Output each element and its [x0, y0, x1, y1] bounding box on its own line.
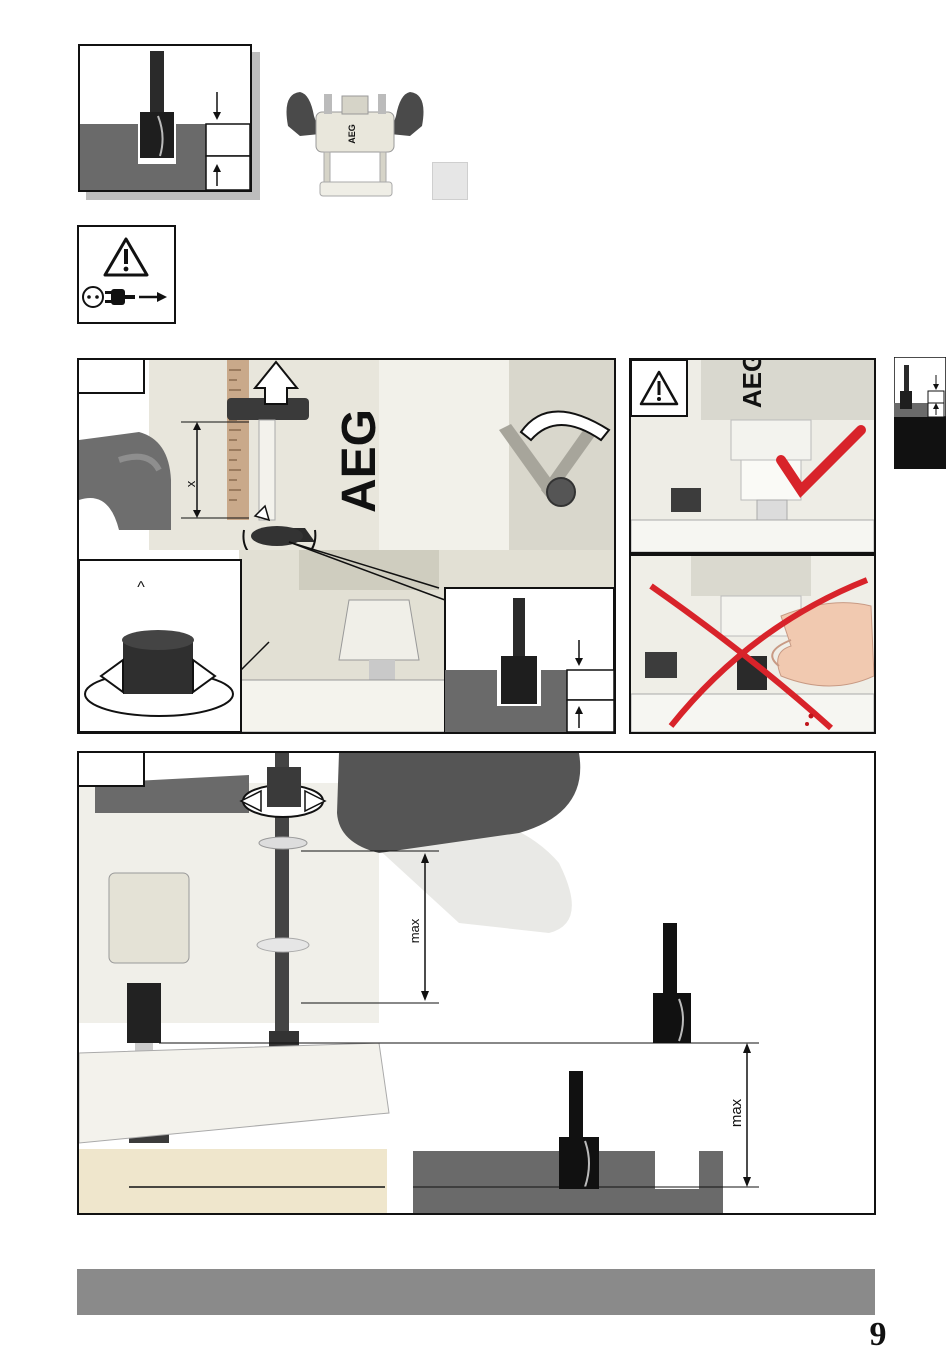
unplug-icon [83, 287, 167, 307]
warning-unplug-box [77, 225, 176, 324]
router-brand-small: AEG [347, 124, 357, 144]
max-label-right: max [728, 1098, 745, 1127]
bit-depth-drawing [80, 46, 250, 190]
caret-label: ^ [137, 579, 145, 596]
figure-tag-e [79, 753, 145, 787]
router-product-image: AEG [280, 86, 430, 204]
max-label-vertical: max [407, 918, 422, 943]
figure-max-depth: max max [77, 751, 876, 1215]
figure-bit-depth-top [78, 44, 252, 192]
figure-tag-b [79, 360, 145, 394]
svg-text:AEG: AEG [737, 360, 767, 408]
figure-correct-use: AEG [629, 358, 876, 554]
warning-triangle-icon [105, 239, 147, 275]
dimension-x-label: x [183, 480, 198, 487]
figure-incorrect-use [629, 554, 876, 734]
footer-bar [77, 1269, 875, 1315]
router-brand-large: AEG [333, 409, 386, 513]
side-tab-bit-depth [894, 357, 946, 469]
figure-depth-adjustment: x AEG ^ [77, 358, 616, 734]
page-number: 9 [858, 1316, 898, 1356]
accessory-plate-image [432, 162, 468, 200]
